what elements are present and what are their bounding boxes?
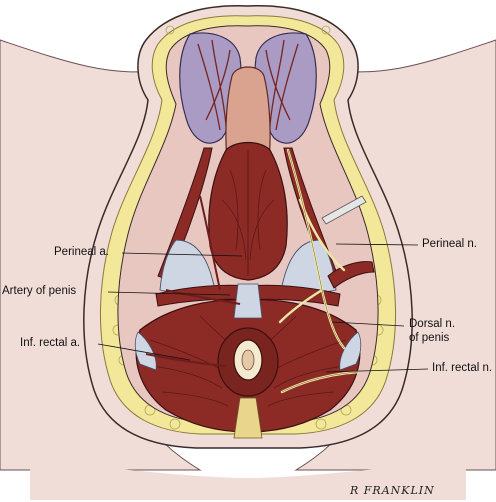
label-perineal-nerve: Perineal n. — [422, 238, 477, 250]
testicular-vessels — [197, 39, 299, 131]
dissection-probe — [321, 195, 367, 225]
left-obturator-fascia — [134, 331, 157, 371]
label-leader-lines — [97, 243, 429, 373]
label-dorsal-nerve-line1: Dorsal n. — [409, 318, 456, 330]
buttock-lower-skin — [30, 460, 466, 500]
perineal-arteries — [145, 195, 241, 367]
perineal-nerve-outlines — [281, 149, 359, 393]
label-inf-rectal-nerve: Inf. rectal n. — [432, 362, 493, 374]
bulbospongiosus-fibers — [221, 150, 275, 276]
right-obturator-fascia — [339, 331, 362, 371]
label-perineal-artery: Perineal a. — [54, 246, 109, 258]
anal-orifice — [241, 349, 255, 371]
bulb-of-penis — [225, 66, 271, 169]
anococcygeal-ligament — [233, 397, 263, 439]
label-artery-of-penis: Artery of penis — [2, 285, 77, 297]
label-inf-rectal-artery: Inf. rectal a. — [20, 337, 81, 349]
perineal-body — [233, 283, 263, 319]
label-dorsal-nerve-line2: of penis — [409, 332, 450, 344]
artist-signature: R FRANKLIN — [350, 484, 435, 497]
